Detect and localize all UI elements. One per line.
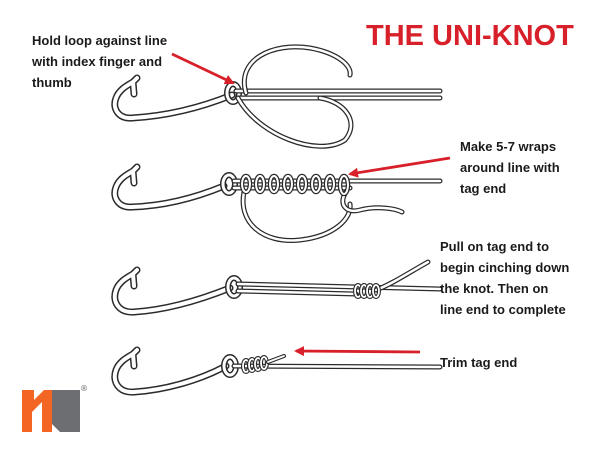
step-4-line-1: Trim tag end — [440, 355, 518, 370]
step-1-line-1: Hold loop against line — [32, 33, 168, 48]
logo-registered-mark: ® — [80, 384, 88, 393]
step-3-label: Pull on tag end to begin cinching down t… — [440, 236, 569, 320]
wraps — [239, 173, 351, 197]
step-2-line-1: Make 5-7 wraps — [460, 139, 557, 154]
step-1-line-3: thumb — [32, 75, 72, 90]
arrow-step-1 — [171, 52, 235, 85]
step-3-line-1: Pull on tag end to — [440, 239, 550, 254]
page-title: THE UNI-KNOT — [366, 20, 574, 52]
arrow-step-4 — [294, 346, 421, 357]
n-logo-icon — [22, 390, 80, 432]
cinched-wraps — [353, 283, 381, 299]
arrow-step-2 — [348, 156, 451, 178]
step-2-illustration — [111, 163, 443, 243]
step-4-illustration — [111, 346, 443, 396]
step-3-line-3: the knot. Then on — [440, 281, 549, 296]
step-3-illustration — [111, 259, 443, 316]
step-3-line-2: begin cinching down — [440, 260, 570, 275]
step-4-label: Trim tag end — [440, 352, 517, 373]
step-2-line-2: around line with — [460, 160, 560, 175]
step-1-illustration — [111, 44, 443, 149]
step-1-label: Hold loop against line with index finger… — [32, 30, 167, 93]
arrows — [171, 52, 451, 357]
step-2-label: Make 5-7 wraps around line with tag end — [460, 136, 560, 199]
step-3-line-4: line end to complete — [440, 302, 566, 317]
step-2-line-3: tag end — [460, 181, 507, 196]
step-1-line-2: with index finger and — [32, 54, 163, 69]
trimmed-knot — [241, 355, 269, 374]
